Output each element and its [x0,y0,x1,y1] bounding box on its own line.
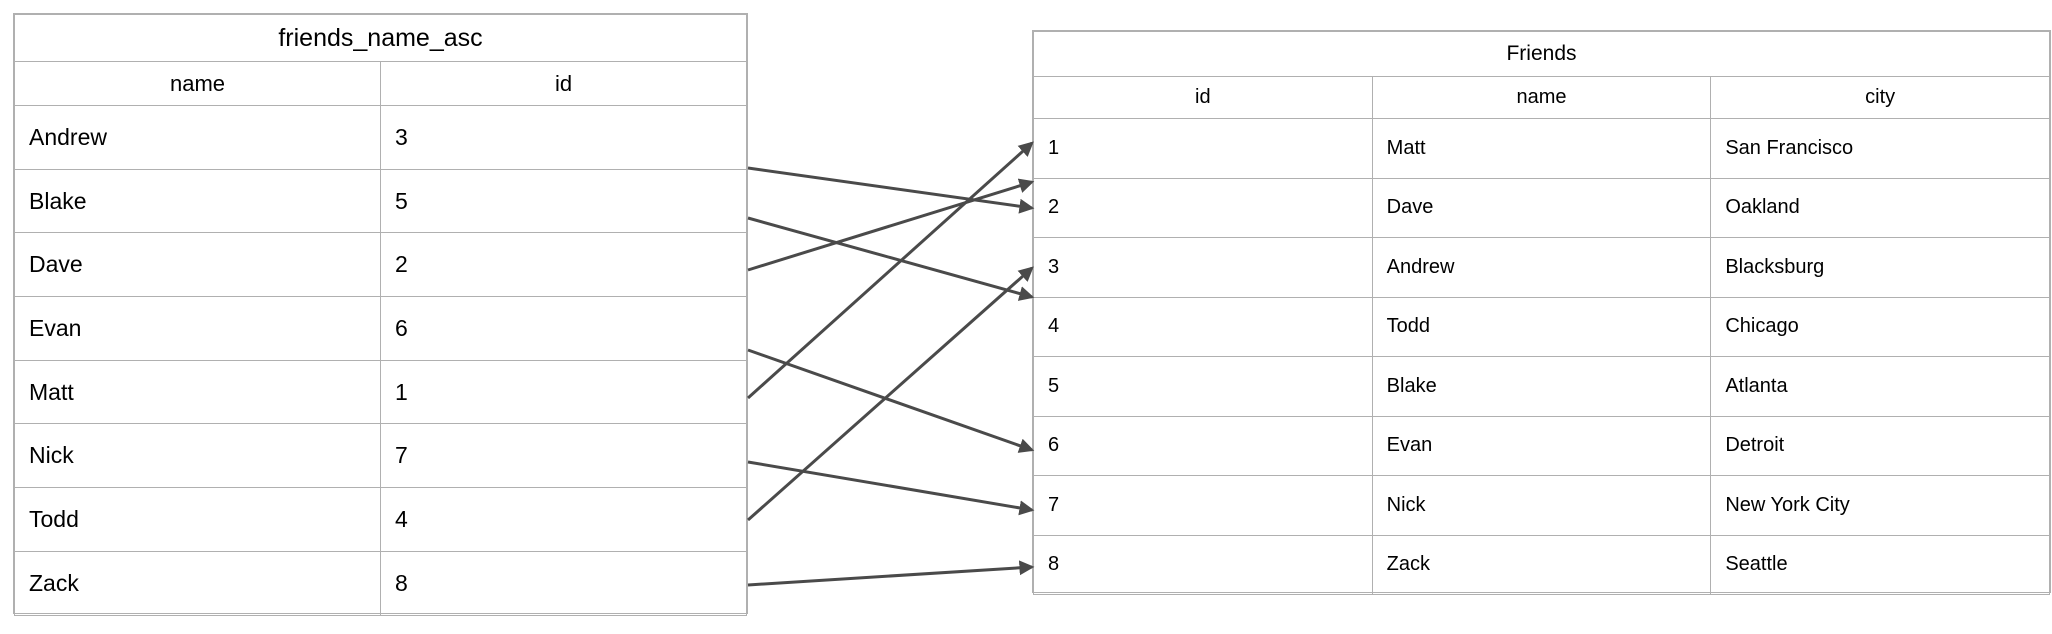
cell-city: Chicago [1710,296,2050,357]
table-row: 8 Zack Seattle [1033,534,2050,595]
cell-id: 6 [1033,415,1373,476]
cell-id: 4 [1033,296,1373,357]
cell-city: Seattle [1710,534,2050,595]
cell-name: Zack [1371,534,1712,595]
connector-arrow [747,178,1035,272]
cell-id: 4 [380,487,747,552]
cell-name: Dave [1371,177,1712,238]
table-row: 2 Dave Oakland [1033,177,2050,238]
cell-id: 2 [1033,177,1373,238]
table-row: Blake 5 [14,168,747,234]
base-table-grid: Friends id name city 1 Matt San Francisc… [1033,31,2050,595]
table-row: 5 Blake Atlanta [1033,356,2050,417]
cell-name: Matt [1371,118,1712,179]
index-table-friends-name-asc: friends_name_asc name id Andrew 3 Blake … [13,13,748,616]
connector-arrow [747,460,1035,516]
connector-arrow [747,266,1034,522]
table-row: Evan 6 [14,296,747,361]
cell-id: 5 [1033,356,1373,417]
cell-name: Todd [14,487,381,552]
cell-name: Dave [14,232,381,298]
cell-city: Atlanta [1710,356,2050,417]
cell-city: New York City [1710,475,2050,536]
cell-id: 1 [380,359,747,425]
cell-name: Evan [1371,415,1712,476]
connector-arrow [746,141,1034,400]
table-row: 4 Todd Chicago [1033,296,2050,357]
cell-id: 3 [1033,237,1373,298]
cell-id: 7 [1033,475,1373,536]
cell-id: 5 [380,168,747,234]
connector-arrow [747,560,1035,587]
base-table-title: Friends [1033,31,2050,77]
column-header-id: id [380,61,747,106]
cell-city: Blacksburg [1710,237,2050,298]
cell-id: 8 [1033,534,1373,595]
table-title-row: Friends [1033,31,2050,77]
cell-city: Detroit [1710,415,2050,476]
column-header-name: name [14,61,381,106]
cell-name: Blake [14,168,381,234]
table-header-row: id name city [1033,76,2050,119]
cell-id: 3 [380,105,747,170]
table-row: Matt 1 [14,359,747,425]
table-row: 1 Matt San Francisco [1033,118,2050,179]
cell-id: 7 [380,423,747,489]
table-row: Dave 2 [14,232,747,298]
table-title-row: friends_name_asc [14,14,747,62]
connector-arrow [747,166,1035,214]
cell-name: Nick [14,423,381,489]
table-row: Todd 4 [14,487,747,552]
column-header-id: id [1033,76,1373,119]
connector-arrows [746,141,1035,587]
cell-name: Todd [1371,296,1712,357]
cell-name: Zack [14,550,381,616]
table-header-row: name id [14,61,747,106]
cell-id: 8 [380,550,747,616]
cell-name: Evan [14,296,381,361]
base-table-friends: Friends id name city 1 Matt San Francisc… [1032,30,2051,595]
table-row: 6 Evan Detroit [1033,415,2050,476]
table-row: Andrew 3 [14,105,747,170]
index-table-title: friends_name_asc [14,14,747,62]
index-table-grid: friends_name_asc name id Andrew 3 Blake … [14,14,747,616]
column-header-name: name [1371,76,1712,119]
cell-name: Andrew [1371,237,1712,298]
connector-arrow [747,216,1035,301]
connector-arrow [747,348,1035,453]
cell-name: Andrew [14,105,381,170]
cell-id: 6 [380,296,747,361]
cell-id: 2 [380,232,747,298]
table-row: Nick 7 [14,423,747,489]
table-row: 3 Andrew Blacksburg [1033,237,2050,298]
cell-id: 1 [1033,118,1373,179]
cell-city: Oakland [1710,177,2050,238]
table-row: 7 Nick New York City [1033,475,2050,536]
cell-city: San Francisco [1710,118,2050,179]
cell-name: Matt [14,359,381,425]
column-header-city: city [1710,76,2050,119]
table-row: Zack 8 [14,550,747,616]
cell-name: Blake [1371,356,1712,417]
cell-name: Nick [1371,475,1712,536]
